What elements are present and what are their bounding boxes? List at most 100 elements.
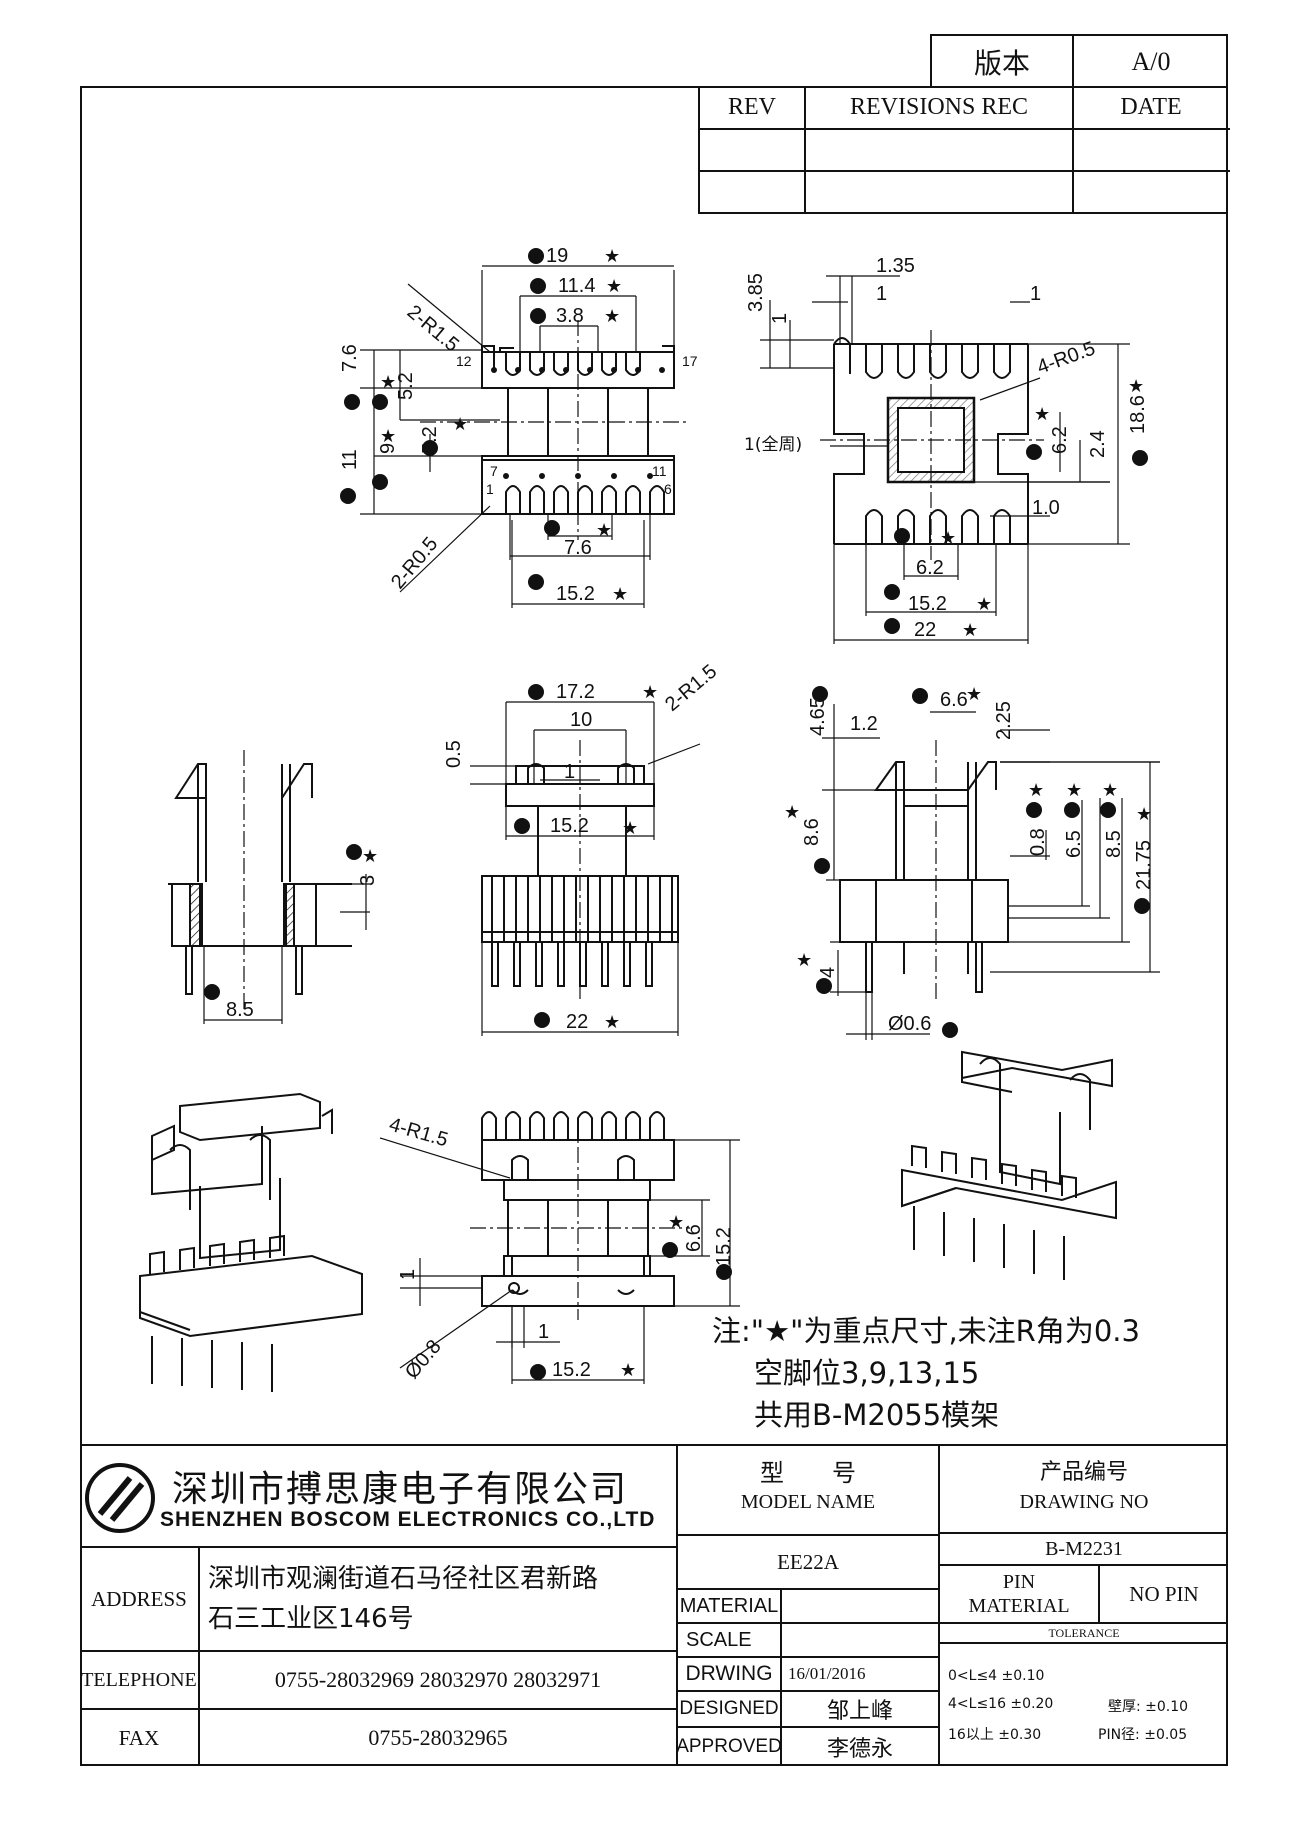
dim-21-75: 21.75 bbox=[1133, 840, 1155, 890]
telephone-label: TELEPHONE bbox=[81, 1668, 197, 1691]
radius-bottom-left: 2-R0.5 bbox=[387, 533, 442, 593]
dim-S: 15.2 bbox=[550, 815, 589, 837]
dim-N: 15.2 bbox=[908, 593, 947, 615]
dim-1-left: 1 bbox=[397, 1269, 419, 1280]
svg-text:★: ★ bbox=[622, 818, 638, 838]
wall-tolerance: 壁厚: ±0.10 bbox=[1108, 1699, 1189, 1715]
company-logo bbox=[85, 1463, 155, 1533]
company-name-en: SHENZHEN BOSCOM ELECTRONICS CO.,LTD bbox=[160, 1508, 656, 1531]
dim-6-5: 6.5 bbox=[1063, 830, 1085, 858]
company-name-cn: 深圳市搏思康电子有限公司 bbox=[172, 1469, 629, 1510]
dim-8-5: 8.5 bbox=[1103, 830, 1125, 858]
svg-text:★: ★ bbox=[784, 802, 800, 822]
dim-I: 7.6 bbox=[564, 537, 592, 559]
pin-1: 1 bbox=[486, 481, 494, 497]
dim-E: 5.2 bbox=[395, 372, 417, 400]
approved-label: APPROVED bbox=[676, 1736, 782, 1757]
dim-T: 22 bbox=[566, 1011, 588, 1033]
ref-markers bbox=[204, 248, 1150, 1380]
pin-12: 12 bbox=[456, 353, 472, 369]
date-header: DATE bbox=[1120, 93, 1182, 120]
svg-text:★: ★ bbox=[966, 684, 982, 704]
dim-10: 10 bbox=[570, 709, 592, 731]
dim-1-2: 1.2 bbox=[850, 713, 878, 735]
dim-Q: 3 bbox=[357, 875, 379, 886]
dim-1-mid: 1 bbox=[564, 761, 575, 783]
iso-view-left bbox=[139, 1092, 363, 1392]
svg-text:★: ★ bbox=[362, 846, 378, 866]
radius-bottom: 4-R1.5 bbox=[387, 1114, 451, 1152]
pin-17: 17 bbox=[682, 353, 698, 369]
svg-text:★: ★ bbox=[620, 1360, 636, 1380]
tolerance-range-3: 16以上 ±0.30 bbox=[948, 1727, 1042, 1743]
note-shared-mold: 共用B-M2055模架 bbox=[754, 1398, 1000, 1432]
dim-O: 22 bbox=[914, 619, 936, 641]
tolerance-range-2: 4<L≤16 ±0.20 bbox=[948, 1696, 1054, 1712]
address-label: ADDRESS bbox=[91, 1586, 187, 1611]
revisions-rec-header: REVISIONS REC bbox=[849, 93, 1029, 120]
pin-tolerance: PIN径: ±0.05 bbox=[1098, 1727, 1188, 1743]
dim-6-6: 6.6 bbox=[683, 1224, 705, 1252]
tolerance-label: TOLERANCE bbox=[1048, 1625, 1120, 1640]
designed-label: DESIGNED bbox=[679, 1698, 779, 1719]
svg-text:★: ★ bbox=[1028, 780, 1044, 800]
version-value: A/0 bbox=[1131, 47, 1171, 76]
pin-material-label: PIN MATERIAL bbox=[968, 1571, 1070, 1617]
svg-text:★: ★ bbox=[1136, 804, 1152, 824]
dim-R: 17.2 bbox=[556, 681, 595, 703]
svg-text:★: ★ bbox=[604, 246, 620, 266]
dim-4: 4 bbox=[817, 967, 839, 978]
dim-P: 8.5 bbox=[226, 999, 254, 1021]
dim-B: 11.4 bbox=[558, 275, 595, 297]
dim-3-85: 3.85 bbox=[745, 273, 767, 312]
mid-right-view bbox=[839, 761, 1009, 993]
dim-4-65: 4.65 bbox=[807, 697, 829, 736]
fax-label: FAX bbox=[118, 1725, 160, 1750]
dim-F: 11 bbox=[339, 449, 361, 470]
dim-2-4: 2.4 bbox=[1087, 430, 1109, 458]
dim-1-vert: 1 bbox=[769, 313, 791, 324]
model-label-en: MODEL NAME bbox=[740, 1490, 876, 1513]
dim-1-35: 1.35 bbox=[876, 255, 915, 277]
rev-header: REV bbox=[728, 93, 776, 120]
drawing-date-value: 16/01/2016 bbox=[788, 1664, 866, 1683]
dim-1-bottom: 1 bbox=[538, 1321, 549, 1343]
svg-text:★: ★ bbox=[962, 620, 978, 640]
radius-mid: 2-R1.5 bbox=[661, 660, 721, 715]
svg-text:★: ★ bbox=[604, 306, 620, 326]
dim-6-2-vert: 6.2 bbox=[1049, 426, 1071, 454]
svg-text:★: ★ bbox=[1128, 376, 1144, 396]
svg-text:★: ★ bbox=[380, 426, 396, 446]
svg-text:★: ★ bbox=[668, 1212, 684, 1232]
pin-7: 7 bbox=[490, 463, 498, 479]
dim-18-6: 18.6 bbox=[1127, 395, 1149, 434]
dim-M: 6.2 bbox=[916, 557, 944, 579]
drawing-frame bbox=[80, 86, 1228, 1766]
address-line-2: 石三工业区146号 bbox=[208, 1604, 414, 1634]
scale-label: SCALE bbox=[686, 1628, 752, 1651]
version-box: 版本 A/0 bbox=[930, 34, 1228, 88]
telephone-value: 0755-28032969 28032970 28032971 bbox=[274, 1667, 602, 1692]
note-empty-pins: 空脚位3,9,13,15 bbox=[754, 1356, 980, 1390]
svg-text:★: ★ bbox=[596, 520, 612, 540]
dim-C: 3.8 bbox=[556, 305, 584, 327]
svg-text:★: ★ bbox=[606, 276, 622, 296]
dim-8-6: 8.6 bbox=[801, 818, 823, 846]
fax-value: 0755-28032965 bbox=[368, 1725, 508, 1750]
drawing-notes: 注:"★"为重点尺寸,未注R角为0.3 空脚位3,9,13,15 共用B-M20… bbox=[712, 1310, 1140, 1436]
wall-thickness: 1(全周) bbox=[744, 435, 802, 455]
dim-15-2-vert: 15.2 bbox=[713, 1227, 735, 1266]
svg-text:★: ★ bbox=[380, 372, 396, 392]
dim-2-25: 2.25 bbox=[993, 701, 1015, 740]
dim-1-0: 1.0 bbox=[1032, 497, 1060, 519]
dim-0-5: 0.5 bbox=[443, 740, 465, 768]
mid-left-view bbox=[168, 763, 352, 995]
designed-value: 邹上峰 bbox=[826, 1699, 893, 1724]
svg-text:★: ★ bbox=[1066, 780, 1082, 800]
iso-view-right bbox=[901, 1050, 1117, 1280]
svg-text:★: ★ bbox=[1034, 404, 1050, 424]
svg-text:★: ★ bbox=[796, 950, 812, 970]
pin-11: 11 bbox=[652, 463, 667, 479]
dim-G: 9 bbox=[377, 443, 399, 454]
